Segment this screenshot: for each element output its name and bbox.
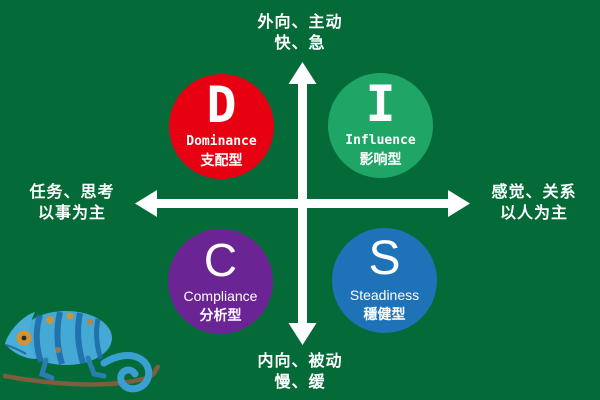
quadrant-i-letter: I [365,75,396,133]
chameleon-pupil [21,335,27,341]
axis-label-top-line1: 外向、主动 [257,14,343,31]
horizontal-axis-arrow [135,190,470,217]
quadrant-d-letter: D [206,76,237,134]
quadrant-s-letter: S [368,232,401,285]
quadrant-s-name: Steadiness [349,287,420,303]
chameleon-back-leg [85,355,107,379]
axis-label-bottom-line2: 慢、缓 [274,374,326,391]
quadrant-d-chinese: 支配型 [200,152,243,168]
quadrant-i-name: Influence [345,133,416,148]
quadrant-s-chinese: 穩健型 [363,306,406,322]
quadrant-compliance: C Compliance 分析型 [168,229,273,334]
body-stripe [75,312,86,364]
axis-label-left: 任务、思考 以事为主 [16,182,128,224]
axis-label-bottom-line1: 内向、被动 [257,353,343,370]
axis-label-top: 外向、主动 快、急 [0,12,600,54]
vertical-axis-arrow [288,62,317,345]
axis-label-bottom: 内向、被动 慢、缓 [0,351,600,393]
quadrant-d-name: Dominance [186,134,257,149]
axis-label-right-line2: 以人为主 [499,205,568,222]
quadrant-influence: I Influence 影响型 [328,73,433,178]
chameleon-tail [100,352,153,393]
chameleon-image [2,311,160,393]
axis-label-top-line2: 快、急 [274,35,326,52]
axis-label-right: 感觉、关系 以人为主 [474,182,594,224]
quadrant-c-letter: C [203,234,238,286]
skin-spot [87,319,93,325]
quadrant-steadiness: S Steadiness 穩健型 [332,228,437,333]
axis-label-left-line2: 以事为主 [37,205,106,222]
chameleon-front-leg [38,357,55,381]
body-stripe [94,318,104,360]
quadrant-c-chinese: 分析型 [199,307,242,323]
body-stripe [33,314,44,363]
skin-spot [55,347,61,353]
quadrant-c-name: Compliance [183,288,258,304]
axis-label-right-line1: 感觉、关系 [491,184,577,201]
skin-spot [66,312,74,320]
body-stripe [54,311,65,365]
skin-spot [46,316,54,324]
chameleon-mouth [5,344,27,355]
quadrant-dominance: D Dominance 支配型 [169,74,274,179]
axis-label-left-line1: 任务、思考 [29,184,115,201]
quadrant-i-chinese: 影响型 [359,151,402,167]
